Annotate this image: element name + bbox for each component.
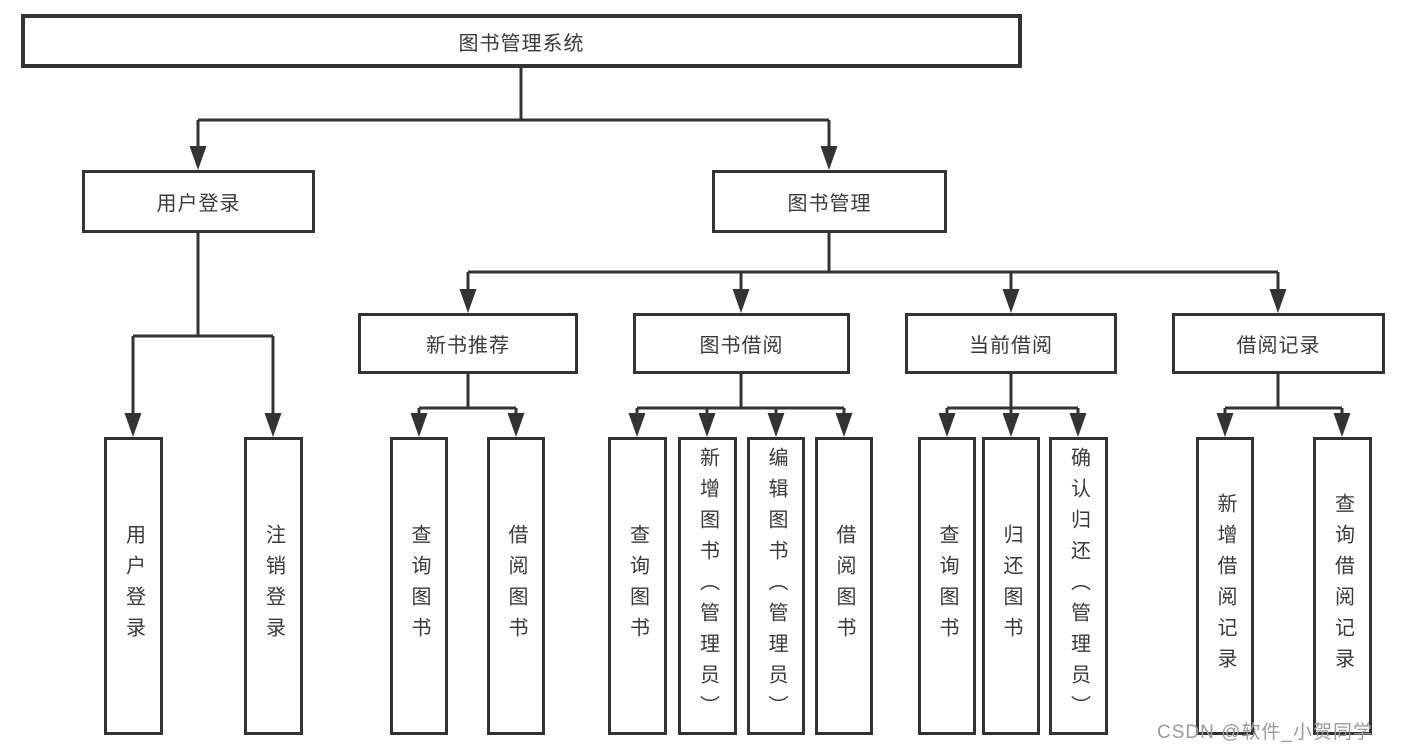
edge-bookborrow-to-leaves — [635, 374, 846, 425]
leaf-records-query-record-label: 查询借阅记录 — [1331, 493, 1354, 679]
edge-records-to-leaves — [1223, 374, 1344, 425]
arrowhead-down-icon — [124, 413, 142, 437]
arrowhead-down-icon — [1069, 413, 1087, 437]
arrowhead-down-icon — [507, 413, 525, 437]
node-book-management: 图书管理 — [712, 170, 947, 233]
arrowhead-down-icon — [264, 413, 282, 437]
leaf-borrowing-edit-books-admin-label: 编辑图书（管理员） — [765, 446, 787, 726]
leaf-borrowing-borrow-books-label: 借阅图书 — [833, 524, 855, 648]
arrowhead-down-icon — [1002, 413, 1020, 437]
leaf-records-add-record: 新增借阅记录 — [1196, 437, 1254, 735]
node-library-system-label: 图书管理系统 — [458, 32, 585, 55]
node-new-book-recommend-label: 新书推荐 — [426, 335, 510, 357]
arrowhead-down-icon — [628, 413, 646, 437]
leaf-current-confirm-return-admin-label: 确认归还（管理员） — [1067, 446, 1090, 726]
csdn-watermark: CSDN @软件_小贺同学 — [1157, 722, 1373, 743]
arrowhead-down-icon — [1269, 289, 1287, 313]
node-book-borrowing-label: 图书借阅 — [699, 335, 784, 357]
leaf-newbooks-query-books-label: 查询图书 — [408, 524, 430, 648]
arrowhead-down-icon — [459, 289, 477, 313]
leaf-records-query-record: 查询借阅记录 — [1313, 437, 1372, 735]
arrowhead-down-icon — [938, 413, 956, 437]
leaf-borrowing-query-books-label: 查询图书 — [626, 524, 649, 648]
arrowhead-down-icon — [732, 289, 750, 313]
arrowhead-down-icon — [1002, 289, 1020, 313]
edge-userlogin-to-leaves — [131, 233, 275, 425]
leaf-current-query-books-label: 查询图书 — [936, 524, 958, 648]
arrowhead-down-icon — [820, 146, 838, 170]
node-current-borrowing-label: 当前借阅 — [969, 335, 1053, 357]
arrowhead-down-icon — [1333, 413, 1351, 437]
node-book-management-label: 图书管理 — [787, 193, 872, 215]
leaf-records-add-record-label: 新增借阅记录 — [1214, 493, 1236, 679]
arrowhead-down-icon — [189, 146, 207, 170]
arrowhead-down-icon — [1216, 413, 1234, 437]
edge-bookmgmt-to-level3 — [466, 233, 1280, 301]
leaf-user-login-label: 用户登录 — [122, 524, 145, 648]
node-user-login: 用户登录 — [82, 170, 315, 233]
leaf-user-login: 用户登录 — [104, 437, 163, 735]
leaf-borrowing-borrow-books: 借阅图书 — [815, 437, 873, 735]
node-borrowing-records: 借阅记录 — [1172, 313, 1385, 374]
leaf-newbooks-query-books: 查询图书 — [390, 437, 448, 735]
leaf-current-query-books: 查询图书 — [918, 437, 976, 735]
arrowhead-down-icon — [698, 413, 716, 437]
leaf-current-return-books: 归还图书 — [982, 437, 1040, 735]
node-user-login-label: 用户登录 — [156, 193, 241, 215]
leaf-newbooks-borrow-books-label: 借阅图书 — [505, 524, 527, 648]
leaf-logout-label: 注销登录 — [262, 524, 285, 648]
arrowhead-down-icon — [410, 413, 428, 437]
leaf-logout: 注销登录 — [244, 437, 303, 735]
node-library-system: 图书管理系统 — [21, 14, 1022, 68]
node-book-borrowing: 图书借阅 — [633, 313, 850, 374]
leaf-borrowing-edit-books-admin: 编辑图书（管理员） — [747, 437, 805, 735]
leaf-borrowing-add-books-admin: 新增图书（管理员） — [678, 437, 737, 735]
leaf-borrowing-query-books: 查询图书 — [608, 437, 667, 735]
leaf-current-return-books-label: 归还图书 — [1000, 524, 1022, 648]
edge-root-to-level2 — [196, 68, 831, 158]
arrowhead-down-icon — [767, 413, 785, 437]
leaf-current-confirm-return-admin: 确认归还（管理员） — [1049, 437, 1108, 735]
leaf-newbooks-borrow-books: 借阅图书 — [487, 437, 545, 735]
arrowhead-down-icon — [835, 413, 853, 437]
node-current-borrowing: 当前借阅 — [905, 313, 1117, 374]
node-new-book-recommend: 新书推荐 — [358, 313, 578, 374]
edge-newbooks-to-leaves — [417, 374, 518, 425]
edge-current-to-leaves — [945, 374, 1080, 425]
node-borrowing-records-label: 借阅记录 — [1236, 335, 1321, 357]
leaf-borrowing-add-books-admin-label: 新增图书（管理员） — [696, 446, 719, 726]
